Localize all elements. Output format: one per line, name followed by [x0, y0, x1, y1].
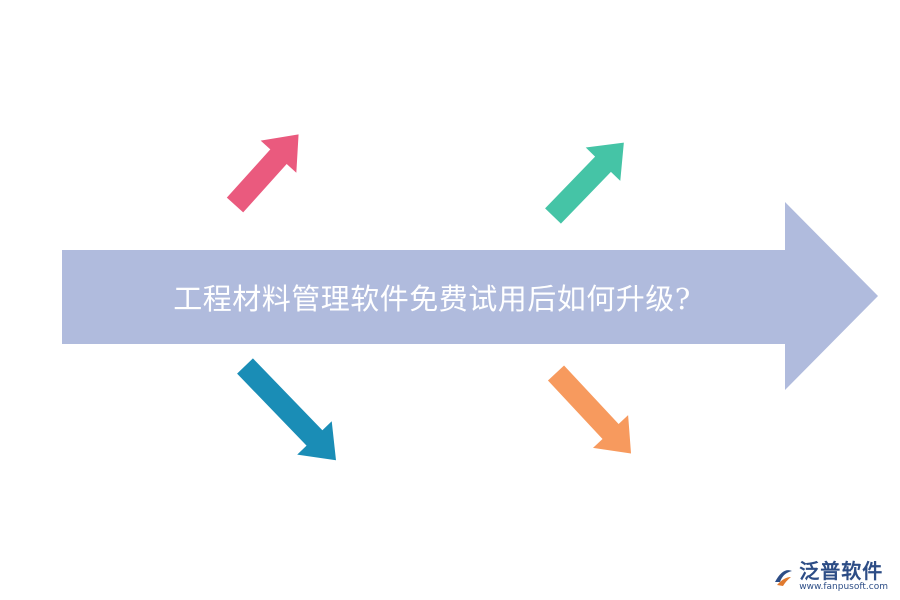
page-title: 工程材料管理软件免费试用后如何升级?	[173, 282, 691, 316]
teal-arrow-icon	[545, 142, 624, 224]
fanpu-logo-icon	[775, 569, 793, 586]
pink-arrow-icon	[226, 134, 299, 213]
logo-name: 泛普软件	[799, 559, 884, 583]
big-arrow-icon	[62, 202, 878, 390]
logo-text: 泛普软件 www.fanpusoft.com	[799, 561, 888, 592]
logo-url: www.fanpusoft.com	[799, 582, 888, 592]
blue-arrow-icon	[237, 358, 337, 461]
brand-logo: 泛普软件 www.fanpusoft.com	[771, 561, 888, 592]
orange-arrow-icon	[547, 365, 632, 454]
